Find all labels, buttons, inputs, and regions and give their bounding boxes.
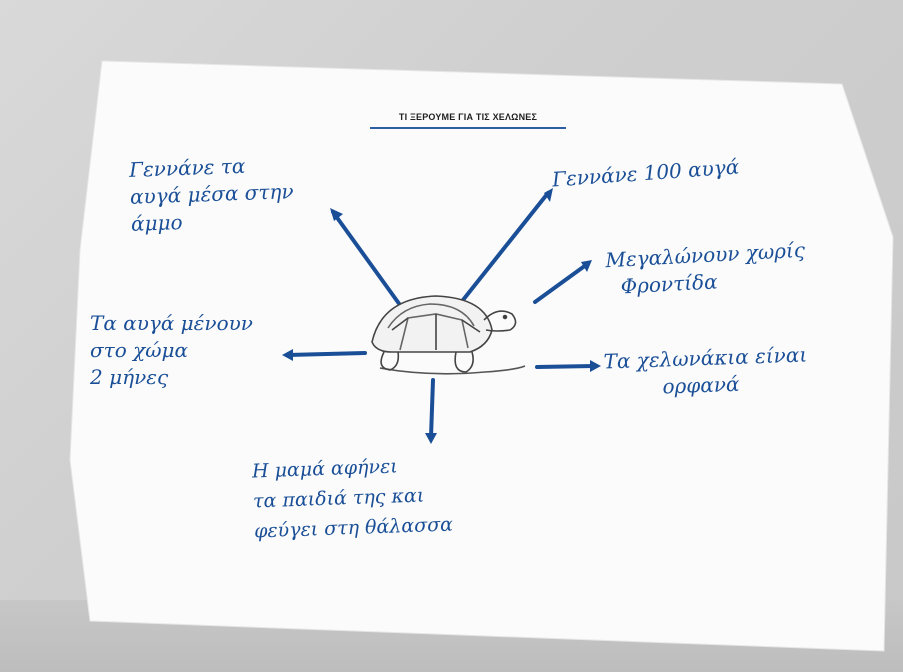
note-line: Τα αυγά μένουν: [90, 311, 253, 335]
arrow-right-upper: [533, 263, 588, 304]
arrow-bottom: [429, 378, 435, 439]
arrows: [282, 188, 601, 444]
note-bottom: Η μαμά αφήνει τα παιδιά της και φεύγει σ…: [251, 450, 454, 547]
arrow-left: [286, 351, 367, 357]
arrow-top-right: [461, 191, 550, 302]
note-line: αυγά μέσα στην: [129, 179, 294, 209]
note-line: άμμο: [130, 210, 183, 236]
note-line: 2 μήνες: [90, 365, 169, 389]
note-right-upper: Μεγαλώνουν χωρίς Φροντίδα: [605, 237, 807, 301]
arrow-top-left: [331, 210, 402, 307]
turtle-drawing: [371, 295, 526, 375]
title-underline: [370, 127, 566, 129]
note-top-left: Γεννάνε τα αυγά μέσα στην άμμο: [129, 151, 295, 238]
paper-shape: [69, 60, 894, 652]
note-right-lower: Τα χελωνάκια είναι ορφανά: [603, 341, 808, 402]
page-title: ΤΙ ΞΕΡΟΥΜΕ ΓΙΑ ΤΙΣ ΧΕΛΩΝΕΣ: [398, 112, 538, 122]
note-left: Τα αυγά μένουν στο χώμα 2 μήνες: [90, 310, 253, 391]
note-line: στο χώμα: [90, 338, 189, 362]
arrow-right-lower: [535, 364, 596, 369]
